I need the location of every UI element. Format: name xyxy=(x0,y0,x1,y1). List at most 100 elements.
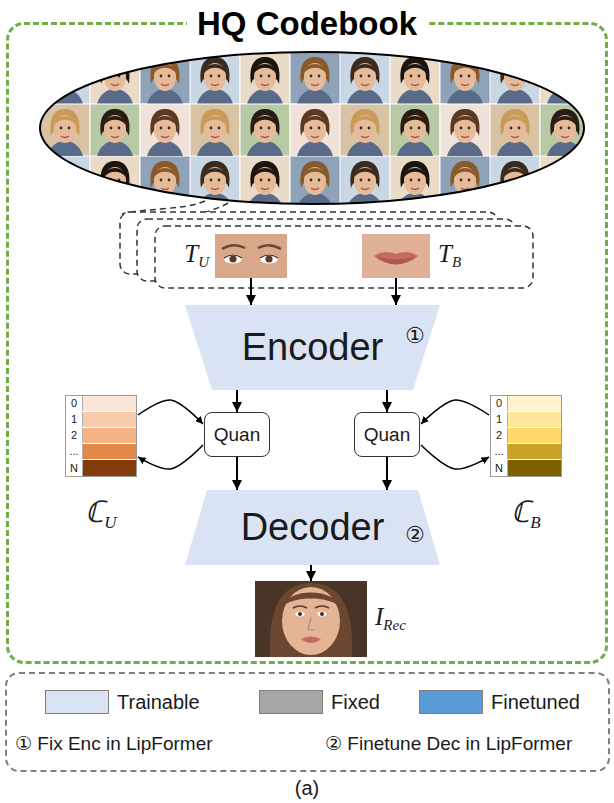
symbol-label: ℂB xyxy=(491,490,561,533)
legend-swatch xyxy=(45,690,109,714)
step-number: ① xyxy=(405,324,425,348)
reconstructed-face xyxy=(255,581,367,657)
symbol-main: T xyxy=(184,240,198,267)
connector xyxy=(237,390,238,412)
figure-caption: (a) xyxy=(0,777,614,800)
legend-text: Trainable xyxy=(117,691,200,714)
code-entry xyxy=(508,444,561,459)
legend-swatch xyxy=(259,690,323,714)
symbol-main: ℂ xyxy=(85,495,104,528)
symbol-main: I xyxy=(375,603,383,630)
codebook-row: 1 xyxy=(491,412,561,428)
symbol-subscript: Rec xyxy=(383,618,405,634)
legend-entry: ② Finetune Dec in LipFormer xyxy=(325,732,572,755)
connector xyxy=(421,400,489,469)
index-cell: ... xyxy=(491,444,508,459)
codebook-row: N xyxy=(491,460,561,476)
lookup-arc xyxy=(421,445,489,469)
arrow-line xyxy=(310,565,312,581)
index-cell: N xyxy=(66,460,83,476)
index-cell: 1 xyxy=(66,412,83,427)
image-patch: IRec xyxy=(255,581,367,657)
quantizer-box: Quan xyxy=(204,412,270,457)
image-patch: TB xyxy=(362,234,430,278)
legend-box: Trainable Fixed Finetuned ① Fix Enc in LipF… xyxy=(5,672,610,772)
arrow-line xyxy=(386,390,388,412)
connector xyxy=(387,457,388,490)
symbol-subscript: U xyxy=(198,255,209,271)
symbol-label: TU xyxy=(184,240,209,271)
index-cell: 2 xyxy=(491,428,508,443)
legend-text: Fixed xyxy=(331,691,380,714)
row-index: N xyxy=(70,463,78,474)
legend-text: Finetuned xyxy=(491,691,580,714)
code-entry xyxy=(83,396,136,411)
panel-title: HQ Codebook xyxy=(187,4,427,44)
row-index: ... xyxy=(69,446,78,457)
code-entry xyxy=(83,412,136,427)
row-index: 1 xyxy=(71,414,77,425)
connector xyxy=(396,278,397,305)
index-cell: 1 xyxy=(491,412,508,427)
legend-entry: Trainable xyxy=(45,690,200,714)
trapezoid-fill xyxy=(185,490,440,565)
row-index: 2 xyxy=(71,430,77,441)
code-entry xyxy=(508,412,561,427)
codebook-row: N xyxy=(66,460,136,476)
connector xyxy=(387,390,388,412)
arrow-line xyxy=(386,457,388,490)
code-entry xyxy=(508,396,561,411)
mouth-patch xyxy=(362,234,430,278)
update-arc xyxy=(421,400,489,424)
index-cell: N xyxy=(491,460,508,476)
symbol-subscript: U xyxy=(104,513,116,532)
index-cell: 0 xyxy=(66,396,83,411)
index-cell: 0 xyxy=(491,396,508,411)
row-index: ... xyxy=(494,446,503,457)
quantizer-box: Quan xyxy=(354,412,420,457)
codebook-row: 0 xyxy=(491,396,561,412)
legend-swatch xyxy=(419,690,483,714)
code-entry xyxy=(508,428,561,443)
patch-stack xyxy=(120,212,533,288)
symbol-subscript: B xyxy=(452,255,461,271)
quantizer-label: Quan xyxy=(214,424,260,446)
module-name: Encoder xyxy=(242,326,384,369)
face-dataset-ellipse xyxy=(40,52,584,204)
symbol-subscript: B xyxy=(530,513,540,532)
legend-entry: Finetuned xyxy=(419,690,580,714)
network-trapezoid: Encoder ① xyxy=(185,305,440,390)
row-index: N xyxy=(495,463,503,474)
connector xyxy=(138,400,203,469)
symbol-label: IRec xyxy=(375,603,406,634)
symbol-label: ℂU xyxy=(66,490,136,533)
connector xyxy=(237,457,238,490)
quantizer-label: Quan xyxy=(364,424,410,446)
codebook-table: 012...NℂB xyxy=(490,395,562,477)
symbol-label: TB xyxy=(438,240,461,271)
codebook-row: ... xyxy=(66,444,136,460)
step-number: ② xyxy=(405,523,425,547)
symbol-main: T xyxy=(438,240,452,267)
codebook-row: 1 xyxy=(66,412,136,428)
codebook-row: ... xyxy=(491,444,561,460)
row-index: 0 xyxy=(71,398,77,409)
arrow-line xyxy=(395,278,397,305)
symbol-main: ℂ xyxy=(511,495,530,528)
lookup-arc xyxy=(138,445,203,469)
row-index: 1 xyxy=(496,414,502,425)
index-cell: ... xyxy=(66,444,83,459)
row-index: 0 xyxy=(496,398,502,409)
codebook-row: 2 xyxy=(66,428,136,444)
image-patch: TU xyxy=(215,234,287,278)
code-entry xyxy=(508,460,561,476)
code-entry xyxy=(83,444,136,459)
row-index: 2 xyxy=(496,430,502,441)
codebook-row: 0 xyxy=(66,396,136,412)
legend-text: ① Fix Enc in LipFormer xyxy=(15,732,213,755)
trapezoid-fill xyxy=(185,305,440,390)
codebook-row: 2 xyxy=(491,428,561,444)
module-name: Decoder xyxy=(241,506,385,549)
arrow-line xyxy=(250,278,252,305)
